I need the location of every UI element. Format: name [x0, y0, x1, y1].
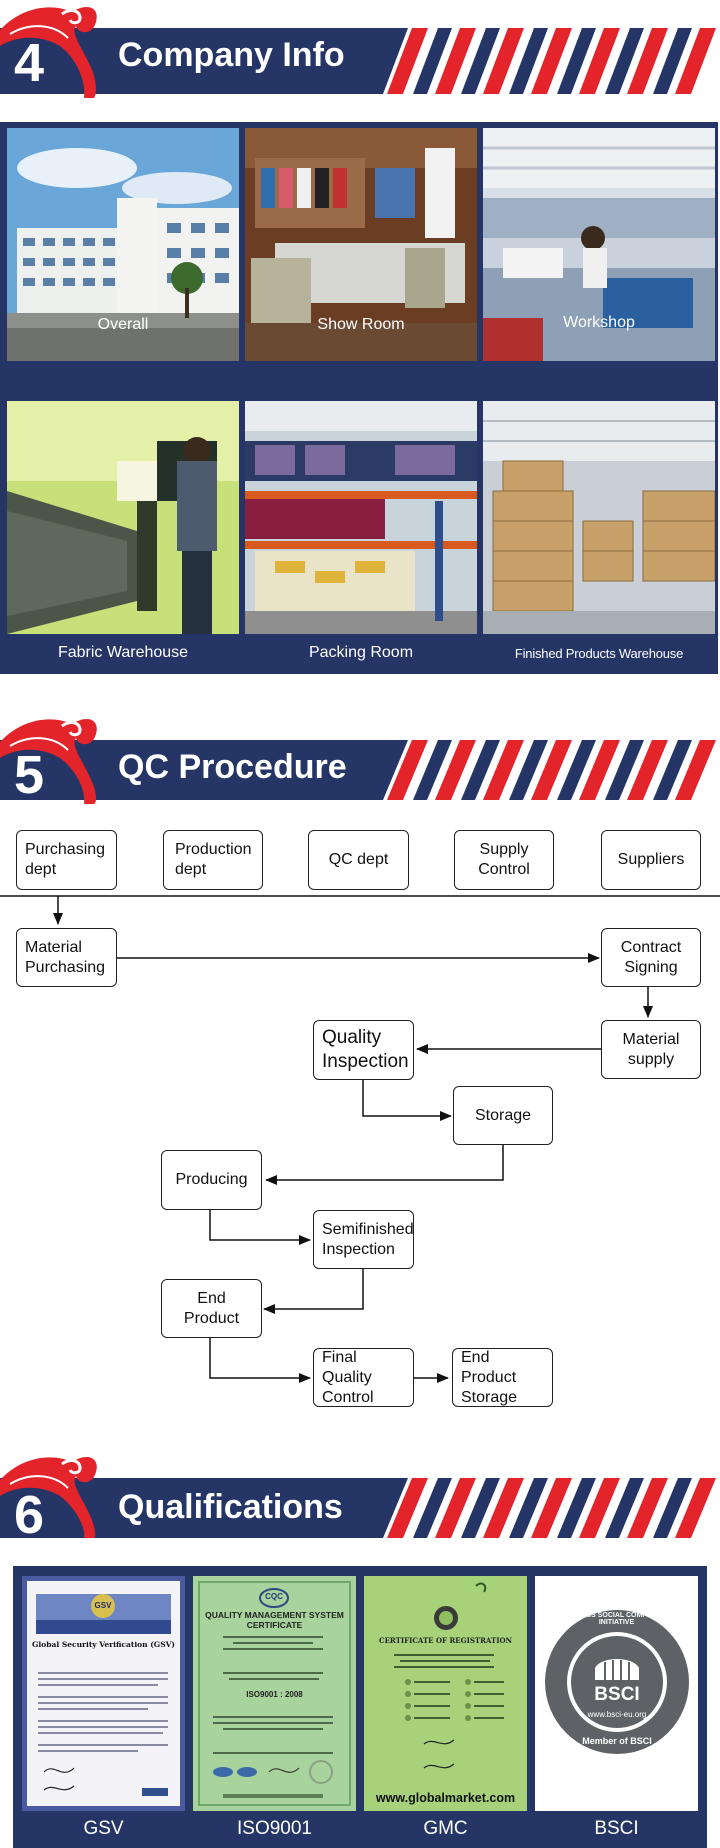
- photo-show-room: [245, 128, 477, 361]
- certificate-iso9001: CQC QUALITY MANAGEMENT SYSTEM CERTIFICAT…: [193, 1576, 356, 1811]
- section-number: 6: [14, 1485, 45, 1538]
- qc-flowchart: Purchasing dept Production dept QC dept …: [0, 820, 720, 1420]
- qualifications-panel: GSV Global Security Verification (GSV) C…: [13, 1566, 707, 1848]
- arrow-to-storage: [362, 1080, 452, 1121]
- bsci-ring-top-text: BUSINESS SOCIAL COMPLIANCE INITIATIVE: [559, 1612, 674, 1626]
- arrow-to-final-quality-control: [209, 1338, 311, 1383]
- red-ornament: [0, 719, 97, 804]
- section-header-qc-procedure: 5 QC Procedure: [0, 706, 720, 804]
- caption-gmc: GMC: [423, 1818, 468, 1839]
- gsv-badge-label: GSV: [94, 1601, 112, 1610]
- caption-iso9001: ISO9001: [237, 1818, 312, 1839]
- photo-packing-room: [245, 401, 477, 634]
- cqc-badge-label: CQC: [265, 1592, 283, 1601]
- handshake-icon: [595, 1659, 639, 1680]
- gmc-certificate-art: [364, 1576, 527, 1811]
- header-stripes: [387, 740, 716, 800]
- header-banner-graphic: [0, 7, 716, 98]
- section-header-company-info: 4 Company Info: [0, 0, 720, 98]
- certificate-gmc: CERTIFICATE OF REGISTRATION www.globalma…: [364, 1576, 527, 1811]
- flowchart-connectors: [0, 895, 720, 1383]
- step-contract-signing: Contract Signing: [601, 928, 701, 987]
- photo-finished-products-warehouse: [483, 401, 715, 634]
- header-banner-graphic: [0, 719, 716, 804]
- caption-bsci: BSCI: [594, 1818, 639, 1839]
- seal-icon: [309, 1760, 333, 1784]
- dept-suppliers: Suppliers: [601, 830, 701, 890]
- bsci-center-text: BSCI: [594, 1684, 640, 1705]
- certificate-gsv: GSV Global Security Verification (GSV): [22, 1576, 185, 1811]
- arrow-to-producing: [265, 1145, 504, 1185]
- section-title: QC Procedure: [118, 748, 347, 786]
- gmc-logo-icon: [475, 1582, 487, 1593]
- gsv-badge-icon: [91, 1594, 115, 1618]
- signature-icon: [43, 1767, 75, 1773]
- step-producing: Producing: [161, 1150, 262, 1210]
- step-semifinished-inspection: Semifinished Inspection: [313, 1210, 414, 1269]
- photo-workshop: [483, 128, 715, 361]
- gsv-certificate-art: [22, 1576, 185, 1811]
- step-end-product: End Product: [161, 1279, 262, 1338]
- dept-qc: QC dept: [308, 830, 409, 890]
- iso-standard: ISO9001 : 2008: [246, 1690, 303, 1699]
- signature-icon: [423, 1739, 455, 1745]
- certificate-bsci: BUSINESS SOCIAL COMPLIANCE INITIATIVE BS…: [535, 1576, 698, 1811]
- signature-icon: [43, 1785, 75, 1791]
- step-storage: Storage: [453, 1086, 553, 1145]
- bsci-logo-art: [535, 1576, 698, 1811]
- caption-packing-room: Packing Room: [308, 644, 414, 661]
- step-material-supply: Material supply: [601, 1020, 701, 1079]
- section-number: 5: [14, 745, 45, 804]
- red-ornament: [0, 1457, 97, 1538]
- iaf-logo-icon: [213, 1767, 233, 1777]
- gmc-footer-url: www.globalmarket.com: [375, 1791, 516, 1805]
- bsci-url: www.bsci-eu.org: [587, 1710, 647, 1719]
- header-banner-graphic: [0, 1457, 716, 1538]
- section-title: Company Info: [118, 36, 345, 74]
- iso-certificate-art: [193, 1576, 356, 1811]
- section-number: 4: [14, 33, 45, 93]
- section-title: Qualifications: [118, 1488, 343, 1526]
- caption-workshop: Workshop: [563, 314, 635, 331]
- photo-overall: [7, 128, 239, 361]
- dept-purchasing: Purchasing dept: [16, 830, 117, 890]
- iso-heading: QUALITY MANAGEMENT SYSTEM CERTIFICATE: [205, 1610, 344, 1631]
- bsci-ring-bottom-text: Member of BSCI: [582, 1736, 652, 1746]
- step-material-purchasing: Material Purchasing: [16, 928, 117, 987]
- dept-production: Production dept: [163, 830, 263, 890]
- step-end-product-storage: End Product Storage: [452, 1348, 553, 1407]
- arrow-to-semifinished-inspection: [209, 1210, 311, 1245]
- company-photo-panel: Overall Show Room Workshop: [0, 122, 718, 674]
- caption-gsv: GSV: [83, 1818, 124, 1839]
- step-final-quality-control: Final Quality Control: [313, 1348, 414, 1407]
- gmc-heading: CERTIFICATE OF REGISTRATION: [379, 1636, 512, 1645]
- arrow-to-end-product: [263, 1269, 364, 1314]
- photo-fabric-warehouse: [7, 401, 239, 634]
- caption-overall: Overall: [97, 316, 149, 333]
- gsv-heading: Global Security Verification (GSV): [32, 1640, 175, 1649]
- caption-show-room: Show Room: [317, 316, 405, 333]
- step-quality-inspection: Quality Inspection: [313, 1020, 414, 1080]
- section-header-qualifications: 6 Qualifications: [0, 1440, 720, 1538]
- red-ornament: [0, 7, 97, 98]
- signature-icon: [423, 1763, 455, 1769]
- dept-supply-control: Supply Control: [454, 830, 554, 890]
- header-stripes: [387, 28, 716, 94]
- signature-icon: [268, 1767, 300, 1773]
- caption-fabric-warehouse: Fabric Warehouse: [57, 644, 189, 661]
- caption-finished-products-warehouse: Finished Products Warehouse: [514, 646, 684, 661]
- header-stripes: [387, 1478, 716, 1538]
- cqc-logo-icon: [259, 1588, 289, 1608]
